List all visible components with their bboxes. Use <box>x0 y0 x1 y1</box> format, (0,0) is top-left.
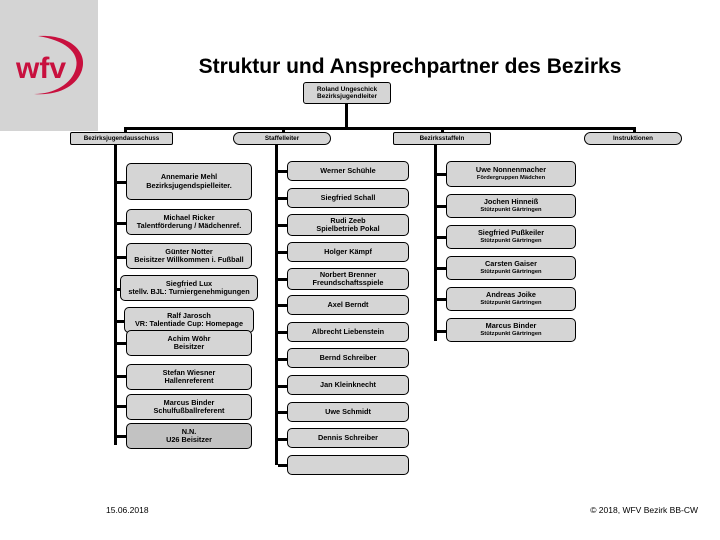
wfv-logo-icon: wfv <box>8 28 92 104</box>
column-header-label: Instruktionen <box>613 135 653 142</box>
person-name: Axel Berndt <box>327 299 369 309</box>
person-role: U26 Beisitzer <box>166 435 212 444</box>
person-box[interactable]: Achim Wöhr Beisitzer <box>126 330 252 356</box>
person-name: Annemarie Mehl <box>160 172 218 182</box>
person-box[interactable]: Dennis Schreiber <box>287 428 409 448</box>
person-box[interactable]: Werner Schühle <box>287 161 409 181</box>
person-box[interactable]: Norbert Brenner Freundschaftsspiele <box>287 268 409 290</box>
footer-copyright: © 2018, WFV Bezirk BB-CW <box>590 505 698 515</box>
person-box[interactable]: Bernd Schreiber <box>287 348 409 368</box>
person-name: Marcus Binder <box>163 397 215 407</box>
column-header-instruktionen[interactable]: Instruktionen <box>584 132 682 145</box>
person-box[interactable]: Stefan Wiesner Hallenreferent <box>126 364 252 390</box>
person-box[interactable]: Andreas Joike Stützpunkt Gärtringen <box>446 287 576 311</box>
column-header-bezirksstaffeln[interactable]: Bezirksstaffeln <box>393 132 491 145</box>
connector-drop-col1 <box>124 127 127 135</box>
person-role: Schulfußballreferent <box>153 406 225 415</box>
person-name: Uwe Nonnenmacher <box>475 165 547 175</box>
person-box[interactable]: Ralf Jarosch VR: Talentiade Cup: Homepag… <box>124 307 254 333</box>
person-name: Holger Kämpf <box>324 246 372 256</box>
person-name: Michael Ricker <box>163 212 215 222</box>
person-box-empty[interactable] <box>287 455 409 475</box>
person-name: Uwe Schmidt <box>325 406 371 416</box>
person-box[interactable]: Holger Kämpf <box>287 242 409 262</box>
person-role: Stützpunkt Gärtringen <box>480 330 542 337</box>
person-role: stellv. BJL: Turniergenehmigungen <box>128 287 250 296</box>
connector-drop-col2 <box>282 127 285 135</box>
footer-divider <box>98 487 700 488</box>
person-box[interactable]: Jan Kleinknecht <box>287 375 409 395</box>
connector-drop-col3 <box>441 127 444 135</box>
person-name: Siegfried Schall <box>320 192 376 202</box>
person-role: Stützpunkt Gärtringen <box>480 268 542 275</box>
footer-date: 15.06.2018 <box>106 505 149 515</box>
person-box[interactable]: Marcus Binder Stützpunkt Gärtringen <box>446 318 576 342</box>
person-box[interactable]: Siegfried Lux stellv. BJL: Turniergenehm… <box>120 275 258 301</box>
person-name: Andreas Joike <box>486 290 536 300</box>
person-name: Jochen Hinneiß <box>483 197 539 207</box>
connector-drop-col4 <box>633 127 636 135</box>
person-role: Beisitzer Willkommen i. Fußball <box>134 255 244 264</box>
person-box[interactable]: Annemarie Mehl Bezirksjugendspielleiter. <box>126 163 252 200</box>
connector-trunk-col1 <box>114 145 117 445</box>
person-role: Spielbetrieb Pokal <box>316 224 380 233</box>
node-role: Bezirksjugendleiter <box>317 93 377 100</box>
column-header-label: Bezirksstaffeln <box>419 135 465 142</box>
person-box[interactable]: Jochen Hinneiß Stützpunkt Gärtringen <box>446 194 576 218</box>
column-header-bezirksjugendausschuss[interactable]: Bezirksjugendausschuss <box>70 132 173 145</box>
person-box[interactable]: Albrecht Liebenstein <box>287 322 409 342</box>
brand-panel: wfv <box>0 0 98 131</box>
person-name: Stefan Wiesner <box>162 367 216 377</box>
column-header-label: Staffelleiter <box>264 135 300 142</box>
person-box[interactable]: Günter Notter Beisitzer Willkommen i. Fu… <box>126 243 252 269</box>
person-name: Siegfried Pußkeiler <box>477 228 545 238</box>
person-role: Bezirksjugendspielleiter. <box>146 180 232 190</box>
column-header-staffelleiter[interactable]: Staffelleiter <box>233 132 331 145</box>
person-box[interactable]: Rudi Zeeb Spielbetrieb Pokal <box>287 214 409 236</box>
person-name: Ralf Jarosch <box>167 310 211 320</box>
person-box[interactable]: Marcus Binder Schulfußballreferent <box>126 394 252 420</box>
person-role: Stützpunkt Gärtringen <box>480 299 542 306</box>
person-box[interactable]: Uwe Nonnenmacher Fördergruppen Mädchen <box>446 161 576 187</box>
person-role: Hallenreferent <box>164 376 214 385</box>
person-name: Günter Notter <box>165 246 213 256</box>
person-name: Rudi Zeeb <box>330 215 366 225</box>
person-name: Carsten Gaiser <box>485 259 537 269</box>
person-box[interactable]: Siegfried Pußkeiler Stützpunkt Gärtringe… <box>446 225 576 249</box>
node-bezirksjugendleiter[interactable]: Roland Ungeschick Bezirksjugendleiter <box>303 82 391 104</box>
person-name: Marcus Binder <box>485 321 537 331</box>
column-header-label: Bezirksjugendausschuss <box>83 135 160 142</box>
person-role: Beisitzer <box>173 342 205 351</box>
person-name: Bernd Schreiber <box>319 352 377 362</box>
person-box[interactable]: N.N. U26 Beisitzer <box>126 423 252 449</box>
person-box[interactable]: Carsten Gaiser Stützpunkt Gärtringen <box>446 256 576 280</box>
person-role: Fördergruppen Mädchen <box>476 174 546 181</box>
person-box[interactable]: Siegfried Schall <box>287 188 409 208</box>
person-role: Stützpunkt Gärtringen <box>480 237 542 244</box>
person-box[interactable]: Michael Ricker Talentförderung / Mädchen… <box>126 209 252 235</box>
person-role: VR: Talentiade Cup: Homepage <box>134 319 244 328</box>
person-role: Stützpunkt Gärtringen <box>480 206 542 213</box>
page-title: Struktur und Ansprechpartner des Bezirks <box>198 55 622 78</box>
person-name: N.N. <box>181 426 197 436</box>
person-name: Siegfried Lux <box>165 278 213 288</box>
person-name: Norbert Brenner <box>319 269 377 279</box>
person-role: Talentförderung / Mädchenref. <box>136 221 242 230</box>
person-name: Achim Wöhr <box>167 333 211 343</box>
person-name: Werner Schühle <box>320 165 376 175</box>
person-box[interactable]: Uwe Schmidt <box>287 402 409 422</box>
connector-root-stem <box>345 104 348 127</box>
svg-text:wfv: wfv <box>15 52 66 85</box>
person-name: Albrecht Liebenstein <box>311 326 385 336</box>
person-name: Jan Kleinknecht <box>320 379 376 389</box>
person-name: Dennis Schreiber <box>317 432 379 442</box>
node-name: Roland Ungeschick <box>316 85 378 93</box>
connector-bus <box>124 127 636 130</box>
connector-trunk-col3 <box>434 145 437 341</box>
connector-trunk-col2 <box>275 145 278 465</box>
person-box[interactable]: Axel Berndt <box>287 295 409 315</box>
person-role: Freundschaftsspiele <box>312 278 384 287</box>
